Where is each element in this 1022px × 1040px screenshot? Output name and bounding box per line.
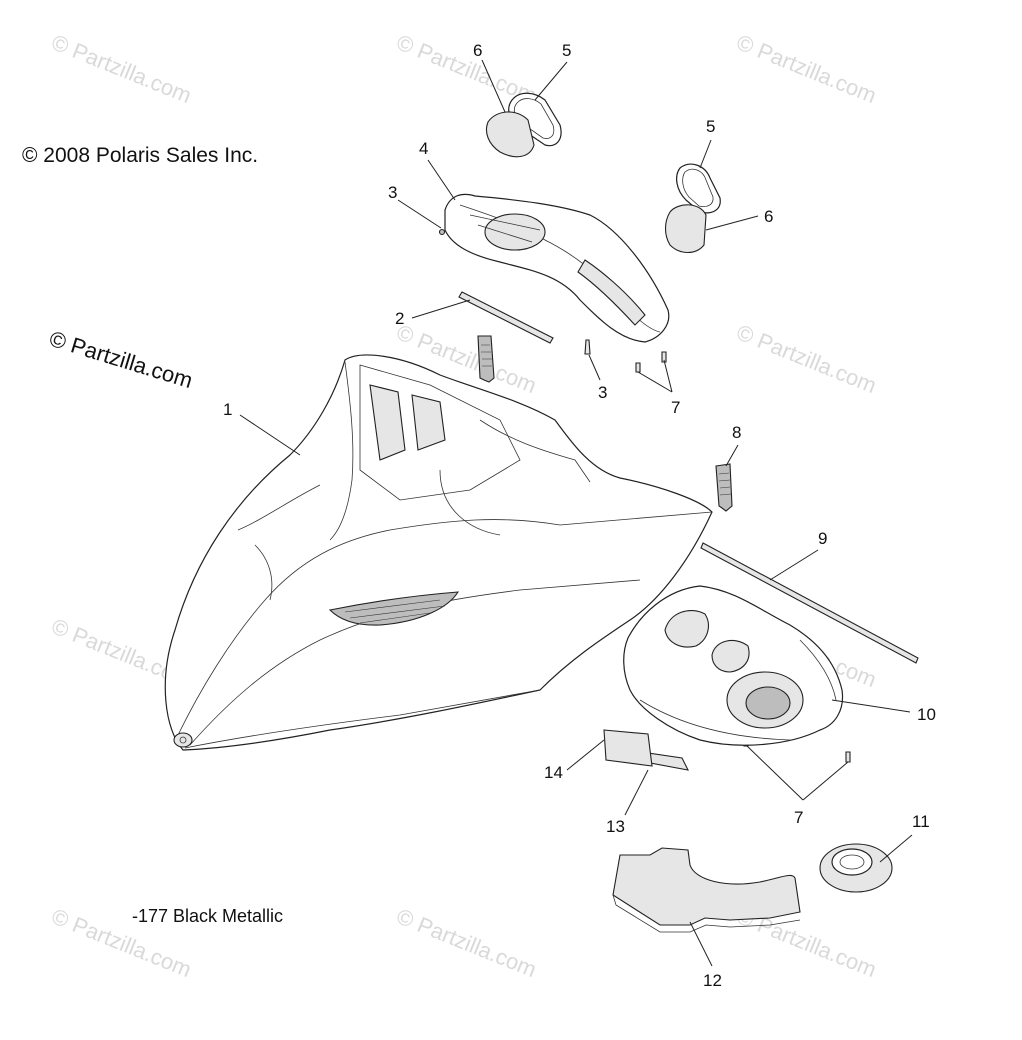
watermark: © Partzilla.com [733, 319, 880, 398]
callout-8: 8 [732, 423, 741, 442]
part-10-housing [623, 585, 844, 746]
callout-4: 4 [419, 139, 428, 158]
callout-12: 12 [703, 971, 722, 990]
watermark: © Partzilla.com [393, 903, 540, 982]
part-14-decal [603, 729, 653, 767]
callout-7: 7 [794, 808, 803, 827]
part-3-fastener [438, 228, 591, 355]
callout-5: 5 [706, 117, 715, 136]
part-4-console-housing [444, 193, 670, 343]
leader-lines [239, 59, 913, 967]
callout-10: 10 [917, 705, 936, 724]
hood-emblem [173, 732, 193, 748]
part-6-lens [485, 111, 535, 158]
color-note: -177 Black Metallic [132, 906, 283, 926]
part-2-trim-strip [458, 291, 554, 344]
callout-9: 9 [818, 529, 827, 548]
part-8-clip [715, 463, 733, 512]
copyright-text: © 2008 Polaris Sales Inc. [22, 144, 258, 167]
callout-1: 1 [223, 400, 232, 419]
part-5-gasket [676, 163, 721, 214]
part-9-rod [700, 542, 919, 664]
callout-6: 6 [473, 41, 482, 60]
callout-2: 2 [395, 309, 404, 328]
callout-14: 14 [544, 763, 563, 782]
part-6-lens [664, 204, 707, 254]
callout-5: 5 [562, 41, 571, 60]
watermark-main: © Partzilla.com [47, 326, 196, 393]
callout-11: 11 [912, 812, 930, 831]
part-1-hood [164, 354, 713, 751]
part-8-clip [477, 335, 495, 383]
callout-7: 7 [671, 398, 680, 417]
part-12-pad [612, 847, 801, 933]
watermark: © Partzilla.com [48, 29, 195, 108]
part-11-grommet [819, 843, 893, 893]
callout-3: 3 [388, 183, 397, 202]
callout-13: 13 [606, 817, 625, 836]
callout-3: 3 [598, 383, 607, 402]
callout-labels: 1 2 3 3 4 5 5 6 6 7 7 8 9 10 11 12 13 14 [223, 41, 936, 990]
callout-6: 6 [764, 207, 773, 226]
watermark: © Partzilla.com [733, 29, 880, 108]
